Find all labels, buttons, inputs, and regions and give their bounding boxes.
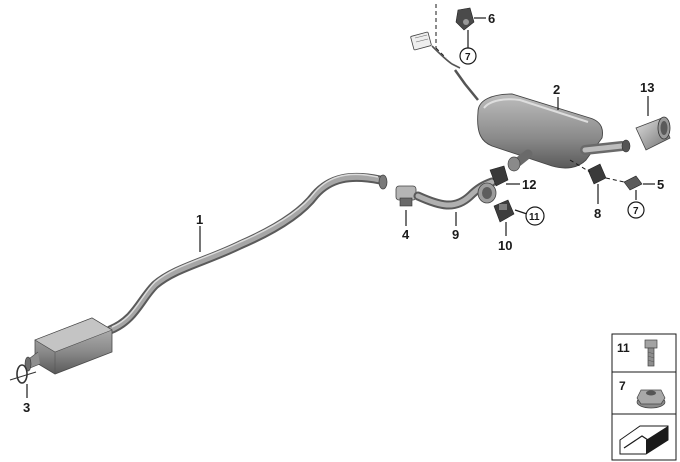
callout-7-circle-right: 7 [627, 201, 645, 219]
callout-8: 8 [594, 206, 601, 221]
callout-13: 13 [640, 80, 654, 95]
bolt-icon [644, 339, 658, 367]
callout-7-circle-top: 7 [459, 47, 477, 65]
clip-part-5 [605, 175, 643, 191]
front-pipe-assembly [24, 172, 388, 375]
flange-nut-icon [636, 389, 666, 409]
sensor-bracket-part-6 [410, 4, 475, 69]
callout-4: 4 [402, 227, 410, 242]
callout-2: 2 [553, 82, 560, 97]
callout-1: 1 [196, 212, 203, 227]
exhaust-tip-part-13 [635, 116, 671, 151]
legend-bolt-number: 11 [617, 341, 630, 355]
svg-text:7: 7 [465, 52, 471, 63]
pipe-clamp-part-4 [395, 185, 417, 207]
fastener-legend: 11 7 [611, 333, 677, 461]
intermediate-pipe-part-9 [413, 177, 497, 210]
callout-6: 6 [488, 11, 495, 26]
legend-nut-number: 7 [619, 379, 626, 393]
legend-nut-row: 7 [619, 379, 666, 409]
svg-text:7: 7 [633, 206, 639, 217]
callout-labels: 1 2 3 4 5 6 7 7 8 9 10 11 12 13 [23, 11, 664, 415]
callout-10: 10 [498, 238, 512, 253]
callout-5: 5 [657, 177, 664, 192]
sensor-connector [410, 31, 432, 51]
svg-text:11: 11 [529, 212, 540, 223]
legend-bolt-row: 11 [617, 339, 658, 367]
reference-arrow-icon [619, 425, 669, 455]
bracket-part-10 [493, 199, 515, 223]
callout-12: 12 [522, 177, 536, 192]
callout-9: 9 [452, 227, 459, 242]
rear-silencer-part-2 [453, 69, 631, 172]
front-muffler [24, 317, 113, 375]
callout-3: 3 [23, 400, 30, 415]
leader-lines [26, 17, 655, 398]
rubber-mount-part-12 [489, 165, 509, 187]
clamp-ring-part-3 [9, 364, 37, 384]
callout-11-circle: 11 [525, 206, 545, 226]
